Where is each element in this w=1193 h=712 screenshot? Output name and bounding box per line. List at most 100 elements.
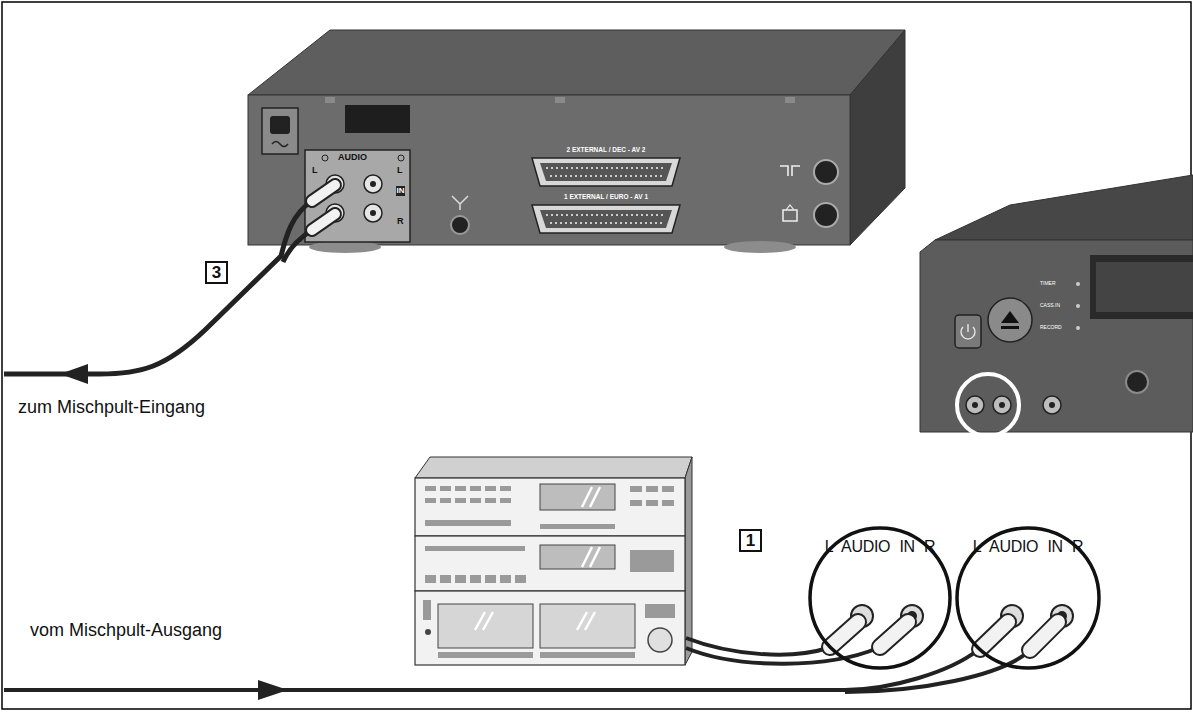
scart-pin-row xyxy=(550,175,662,177)
ac-symbol xyxy=(272,142,288,147)
panel-label: IN xyxy=(396,186,405,196)
cassette-flap xyxy=(1096,262,1193,312)
cinch-plug xyxy=(980,622,1008,649)
button xyxy=(662,500,674,506)
tuner-display xyxy=(540,484,615,510)
status-led xyxy=(1076,282,1080,286)
panel-label: 1 EXTERNAL / EURO - AV 1 xyxy=(532,193,680,200)
button xyxy=(646,486,658,492)
connector-zoom-circle: L AUDIO IN R xyxy=(808,526,952,670)
front-video-jack xyxy=(1043,396,1061,414)
antenna-socket xyxy=(814,160,838,184)
remote-jack xyxy=(451,216,469,234)
audio-cable xyxy=(845,652,1028,692)
status-led xyxy=(1076,326,1080,330)
button xyxy=(646,500,658,506)
scart-pins xyxy=(540,163,672,181)
display-glare xyxy=(582,547,600,567)
tv-out-symbol xyxy=(783,210,797,221)
vcr-top xyxy=(248,30,905,95)
arrow-head xyxy=(258,680,288,700)
jack-hole xyxy=(370,210,376,216)
antenna-in-symbol xyxy=(780,166,800,176)
cinch-plug xyxy=(880,622,908,647)
button xyxy=(455,575,466,583)
scart-pin-row xyxy=(550,222,662,224)
eject-button xyxy=(988,298,1032,342)
button xyxy=(630,486,642,492)
button xyxy=(425,575,436,583)
cinch-plug xyxy=(312,185,335,201)
jack-hole xyxy=(999,402,1005,408)
button xyxy=(500,498,511,503)
front-audio-jack xyxy=(993,396,1011,414)
audio-cable xyxy=(686,638,828,655)
audio-panel xyxy=(305,150,410,242)
scart-pins xyxy=(540,210,672,228)
panel-label: AUDIO xyxy=(338,153,367,163)
callout-number: 1 xyxy=(739,529,762,552)
button xyxy=(515,575,526,583)
display-glare xyxy=(475,612,595,630)
audio-jack xyxy=(364,175,382,193)
vcr-notch xyxy=(785,97,795,103)
remote-symbol xyxy=(452,196,468,210)
deck-buttons xyxy=(540,652,635,658)
panel-label: CASS.IN xyxy=(1040,303,1060,309)
cinch-plug xyxy=(1030,622,1058,650)
panel-label: R xyxy=(397,217,404,227)
vcr-notch xyxy=(325,97,335,103)
audio-cable xyxy=(4,650,978,690)
amplifier-buttons xyxy=(425,546,674,583)
cinch-plug xyxy=(830,622,858,647)
stereo-top xyxy=(415,457,692,478)
eject-symbol xyxy=(1001,311,1019,323)
scart-socket xyxy=(532,205,680,233)
button xyxy=(425,486,436,491)
button xyxy=(470,498,481,503)
amplifier-unit xyxy=(415,536,685,591)
tv-out-symbol xyxy=(786,205,794,210)
signal-label: vom Mischpult-Ausgang xyxy=(30,621,222,641)
cinch-plug xyxy=(312,185,335,201)
vcr-front-top xyxy=(935,175,1193,240)
audio-jack xyxy=(364,204,382,222)
button-row xyxy=(540,524,615,529)
antenna-socket xyxy=(814,203,838,227)
scart-pin-row xyxy=(546,167,666,169)
cinch-plug xyxy=(312,214,335,230)
vcr-foot xyxy=(309,241,381,253)
power-symbol xyxy=(961,324,975,339)
button xyxy=(485,498,496,503)
button xyxy=(630,500,642,506)
deck-buttons xyxy=(438,652,533,658)
button xyxy=(470,486,481,491)
cassette-deck-unit xyxy=(415,591,685,665)
cinch-plug xyxy=(1030,622,1058,650)
eject-symbol xyxy=(1001,326,1019,329)
button xyxy=(500,486,511,491)
vcr-back-panel xyxy=(248,95,850,245)
button xyxy=(500,575,511,583)
jack-hole xyxy=(1049,402,1055,408)
panel-label: L xyxy=(397,166,403,176)
button xyxy=(470,575,481,583)
audio-in-symbol xyxy=(398,155,404,161)
headphone-jack xyxy=(425,629,431,635)
audio-cable xyxy=(4,201,312,374)
deck-button xyxy=(423,600,431,620)
vcr-front-panel xyxy=(920,240,1193,432)
status-led xyxy=(1076,304,1080,308)
arrow-head xyxy=(60,364,88,384)
cinch-plug xyxy=(880,622,908,647)
audio-out-symbol xyxy=(322,155,328,161)
power-socket xyxy=(262,108,298,154)
scart-pin-row xyxy=(546,214,666,216)
vcr-notch xyxy=(555,97,565,103)
signal-label: zum Mischpult-Eingang xyxy=(18,398,205,418)
power-button xyxy=(955,315,981,348)
amp-panel xyxy=(630,550,674,572)
button xyxy=(440,498,451,503)
front-audio-jack xyxy=(966,396,984,414)
